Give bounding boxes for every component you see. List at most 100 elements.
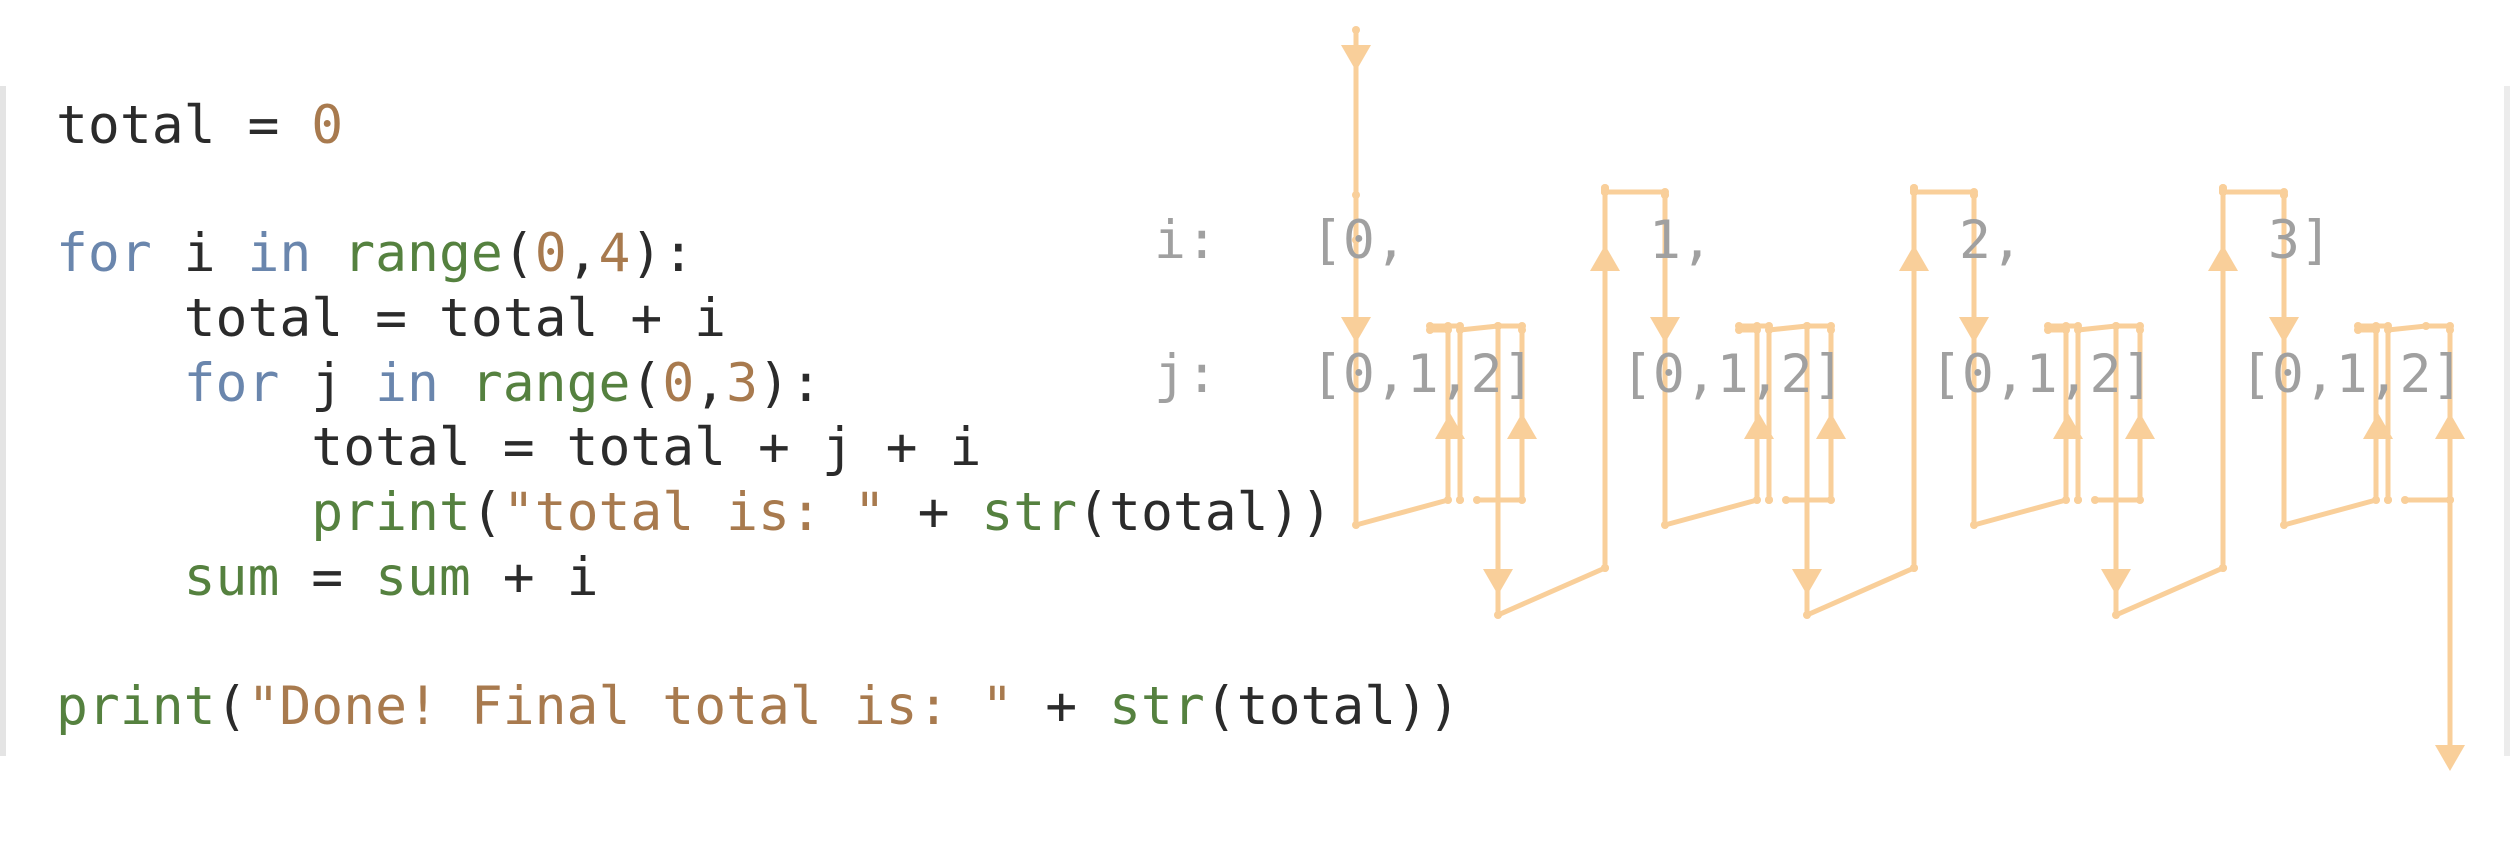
flow-joint	[2384, 496, 2392, 504]
flow-joint	[2136, 496, 2144, 504]
flow-joint	[2354, 322, 2362, 330]
code-token: 0	[662, 353, 695, 414]
flow-joint	[2136, 326, 2144, 334]
flow-joint	[1518, 326, 1526, 334]
code-token: range	[343, 223, 503, 284]
code-token: str	[981, 482, 1078, 543]
code-token: (total))	[1077, 482, 1333, 543]
code-token: (	[502, 223, 535, 284]
flow-joint	[2401, 496, 2409, 504]
code-token: (	[470, 482, 503, 543]
flow-joint	[1910, 564, 1918, 572]
code-token: in	[247, 223, 312, 284]
flow-joint	[2219, 564, 2227, 572]
flow-joint	[1782, 496, 1790, 504]
line-total-add-i: total = total + i	[56, 287, 726, 351]
flow-arrowheads	[1341, 45, 2465, 771]
j-values-3: [0,1,2]	[2240, 344, 2463, 405]
flow-outer-bridge	[1602, 189, 1668, 198]
arrow-down-icon	[1792, 569, 1822, 595]
code-token: total	[56, 95, 216, 156]
code-token: total = total + j + i	[311, 417, 982, 478]
line-print-total: print("total is: " + str(total))	[56, 481, 1332, 545]
flow-joint	[1426, 322, 1434, 330]
flow-joint	[2091, 496, 2099, 504]
arrow-up-icon	[2208, 245, 2238, 271]
flow-joint	[1765, 326, 1773, 334]
flow-joint	[1970, 191, 1978, 199]
flow-joint	[1735, 322, 1743, 330]
arrow-down-icon	[1341, 45, 1371, 71]
code-token: =	[215, 95, 312, 156]
code-token: ,	[566, 223, 599, 284]
code-token: 3	[726, 353, 759, 414]
line-outer-for: for i in range(0,4):	[56, 222, 694, 286]
flow-joint	[1910, 188, 1918, 196]
flow-joint	[2062, 322, 2070, 330]
flow-path	[1352, 26, 2454, 764]
arrow-down-icon	[2269, 317, 2299, 343]
i-value-0: [0,	[1311, 210, 1407, 271]
flow-joint	[1601, 188, 1609, 196]
line-total-init: total = 0	[56, 94, 343, 158]
flow-joint	[2044, 322, 2052, 330]
arrow-up-icon	[1590, 245, 1620, 271]
code-token: total = total + i	[183, 288, 727, 349]
flow-joint	[1827, 496, 1835, 504]
code-token: +	[1013, 676, 1110, 737]
flow-joint	[1753, 496, 1761, 504]
arrow-up-icon	[1899, 245, 1929, 271]
code-token: for	[56, 223, 152, 284]
flow-joint	[1494, 322, 1502, 330]
i-value-2: 2,	[1959, 210, 2023, 271]
line-total-add-ji: total = total + j + i	[56, 416, 981, 480]
code-token: "Done! Final total is: "	[247, 676, 1014, 737]
arrow-up-icon	[2435, 413, 2465, 439]
j-values-1: [0,1,2]	[1621, 344, 1844, 405]
flow-joint	[2074, 326, 2082, 334]
flow-joint	[1444, 496, 1452, 504]
loop-trace-labels: i: j: [0, 1, 2, 3] [0,1,2] [0,1,2] [0,1,…	[1154, 210, 2463, 405]
arrow-down-icon	[1341, 317, 1371, 343]
flow-joint	[1352, 26, 1360, 34]
code-token: sum	[375, 547, 471, 608]
code-token: +	[885, 482, 982, 543]
code-panel	[0, 86, 2510, 756]
flow-joint	[2372, 322, 2380, 330]
arrow-down-icon	[1483, 569, 1513, 595]
flow-joint	[2422, 322, 2430, 330]
line-sum-add: sum = sum + i	[56, 546, 599, 610]
arrow-down-icon	[2435, 745, 2465, 771]
arrow-down-icon	[1959, 317, 1989, 343]
code-token: 4	[598, 223, 631, 284]
code-token: str	[1109, 676, 1205, 737]
flow-joint	[2112, 322, 2120, 330]
arrow-down-icon	[1650, 317, 1680, 343]
code-token: ,	[694, 353, 727, 414]
code-token: j	[279, 353, 376, 414]
code-token: ):	[758, 353, 822, 414]
flow-joint	[2446, 496, 2454, 504]
flow-joint	[2219, 188, 2227, 196]
flow-joint	[2280, 521, 2288, 529]
j-values-2: [0,1,2]	[1930, 344, 2153, 405]
code-token: (total))	[1204, 676, 1461, 737]
flow-joint	[2062, 496, 2070, 504]
arrow-up-icon	[1507, 413, 1537, 439]
code-token: print	[311, 482, 471, 543]
arrow-up-icon	[1744, 413, 1774, 439]
flow-joint	[1765, 496, 1773, 504]
flow-joint	[2112, 611, 2120, 619]
i-value-3: 3]	[2268, 210, 2332, 271]
arrow-up-icon	[2053, 413, 2083, 439]
j-values-0: [0,1,2]	[1311, 344, 1534, 405]
arrow-up-icon	[1816, 413, 1846, 439]
i-value-1: 1,	[1649, 210, 1713, 271]
arrow-up-icon	[2125, 413, 2155, 439]
panel-right-border	[2504, 86, 2510, 756]
i-label: i:	[1154, 210, 1218, 271]
flow-joint	[1970, 521, 1978, 529]
code-token: 0	[311, 95, 344, 156]
code-token: "total is: "	[502, 482, 886, 543]
